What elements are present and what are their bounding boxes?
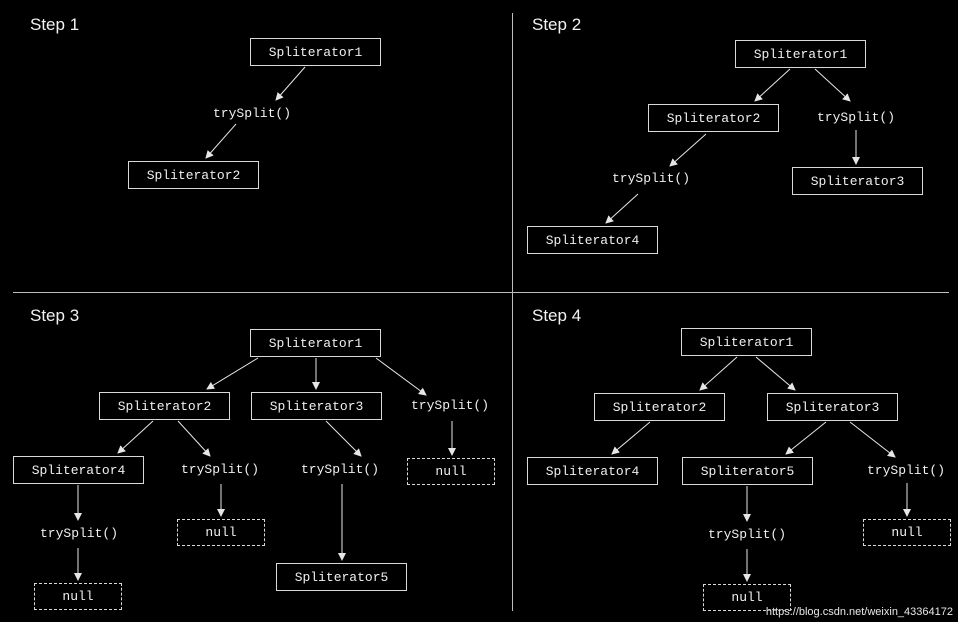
arrow-s4-root-to-s3 bbox=[755, 356, 796, 391]
step3-null-mid: null bbox=[177, 519, 265, 546]
step3-spliterator2: Spliterator2 bbox=[99, 392, 230, 420]
arrow-s4-s2-to-s4 bbox=[611, 421, 651, 455]
arrow-s3-root-to-call bbox=[375, 357, 427, 396]
step3-trysplit-s3: trySplit() bbox=[300, 462, 380, 477]
step3-spliterator3: Spliterator3 bbox=[251, 392, 382, 420]
arrow-s2-root-to-call bbox=[814, 68, 851, 102]
step4-null-bottom: null bbox=[703, 584, 791, 611]
step4-spliterator1: Spliterator1 bbox=[681, 328, 812, 356]
step4-spliterator4: Spliterator4 bbox=[527, 457, 658, 485]
step-1-title: Step 1 bbox=[30, 15, 80, 34]
arrow-s3-s3-to-call bbox=[325, 420, 362, 457]
arrow-s2-root-to-s2 bbox=[754, 68, 791, 102]
watermark-url: https://blog.csdn.net/weixin_43364172 bbox=[765, 606, 953, 618]
step-4-title: Step 4 bbox=[532, 306, 582, 325]
step3-null-right: null bbox=[407, 458, 495, 485]
arrow-s4-s3-to-call bbox=[849, 421, 896, 458]
step1-spliterator2: Spliterator2 bbox=[128, 161, 259, 189]
step2-spliterator1: Spliterator1 bbox=[735, 40, 866, 68]
step4-trysplit-s5: trySplit() bbox=[707, 527, 787, 542]
step4-null-right: null bbox=[863, 519, 951, 546]
step-3-title: Step 3 bbox=[30, 306, 80, 325]
arrow-s3-root-to-s2 bbox=[206, 357, 259, 390]
step3-spliterator1: Spliterator1 bbox=[250, 329, 381, 357]
arrow-s3-s2-to-s4 bbox=[117, 420, 154, 454]
step1-trysplit-label: trySplit() bbox=[212, 106, 292, 121]
arrow-s4-s3-to-s5 bbox=[785, 421, 827, 455]
step1-spliterator1: Spliterator1 bbox=[250, 38, 381, 66]
horizontal-divider bbox=[13, 292, 949, 293]
step2-spliterator4: Spliterator4 bbox=[527, 226, 658, 254]
arrow-s2-call-to-s4 bbox=[605, 193, 639, 224]
arrow-s1-root-to-call bbox=[275, 66, 306, 101]
arrow-s3-s2-to-call bbox=[177, 420, 211, 457]
step4-spliterator5: Spliterator5 bbox=[682, 457, 813, 485]
step4-trysplit-right: trySplit() bbox=[866, 463, 946, 478]
step2-trysplit-left: trySplit() bbox=[611, 171, 691, 186]
arrow-s4-root-to-s2 bbox=[699, 356, 738, 391]
step2-trysplit-right: trySplit() bbox=[816, 110, 896, 125]
vertical-divider bbox=[512, 13, 513, 611]
step2-spliterator3: Spliterator3 bbox=[792, 167, 923, 195]
step4-spliterator3: Spliterator3 bbox=[767, 393, 898, 421]
step-2-title: Step 2 bbox=[532, 15, 582, 34]
arrow-s2-s2-to-call bbox=[669, 133, 707, 167]
step3-trysplit-s4: trySplit() bbox=[39, 526, 119, 541]
step4-spliterator2: Spliterator2 bbox=[594, 393, 725, 421]
step3-trysplit-right: trySplit() bbox=[410, 398, 490, 413]
step3-trysplit-s2: trySplit() bbox=[180, 462, 260, 477]
step2-spliterator2: Spliterator2 bbox=[648, 104, 779, 132]
step3-null-left: null bbox=[34, 583, 122, 610]
arrow-s1-call-to-s2 bbox=[205, 123, 237, 159]
step3-spliterator5: Spliterator5 bbox=[276, 563, 407, 591]
step3-spliterator4: Spliterator4 bbox=[13, 456, 144, 484]
